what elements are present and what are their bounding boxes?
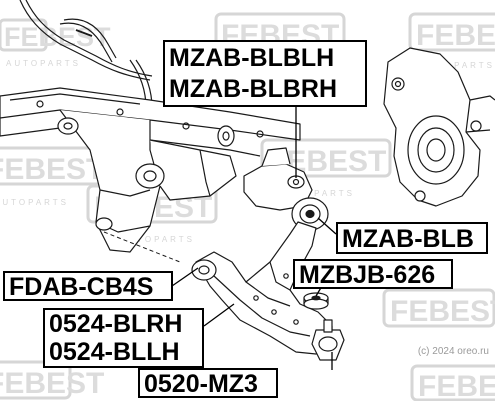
label-mzab-blb: MZAB-BLB <box>336 222 488 254</box>
label-lower-block: 0524-BLRH 0524-BLLH <box>43 308 204 368</box>
watermark-tagline: AUTOPARTS <box>0 198 69 207</box>
watermark-credit: (c) 2024 oreo.ru <box>417 346 489 357</box>
label-fdab-cb4s: FDAB-CB4S <box>3 271 173 301</box>
watermark-brand: FEBEST <box>418 370 495 401</box>
watermark-tagline: AUTOPARTS <box>120 235 195 244</box>
leader-fdab <box>171 267 199 287</box>
watermark-tagline: AUTOPARTS <box>6 59 81 68</box>
watermark-top-right: FEBEST AUTOPARTS <box>408 12 495 70</box>
label-0520-mz3: 0520-MZ3 <box>138 368 278 398</box>
watermark-layer: FEBEST AUTOPARTS FEBEST FEBEST AUTOPARTS… <box>0 12 495 401</box>
label-upper-block: MZAB-BLBLH MZAB-BLBRH <box>163 40 367 107</box>
leader-lines <box>171 106 337 370</box>
label-mzbjb-626: MZBJB-626 <box>293 259 453 289</box>
watermark-tagline: AUTOPARTS <box>420 61 495 70</box>
watermark-brand: FEBEST <box>390 295 495 328</box>
watermark-brand: FEBEST <box>0 367 104 400</box>
watermark-brand: FEBEST <box>416 19 495 52</box>
watermark-brand: FEBEST <box>0 153 104 186</box>
watermark-bottom-left: FEBEST <box>0 360 104 400</box>
label-mzab-blbrh: MZAB-BLBRH <box>169 75 338 103</box>
leader-mzab-blb <box>317 217 337 235</box>
label-0524-blrh: 0524-BLRH <box>49 310 183 338</box>
stabilizer-bushing <box>303 292 329 310</box>
watermark-brand: FEBEST <box>4 22 111 52</box>
steering-knuckle <box>383 47 495 207</box>
watermark-top-left: FEBEST AUTOPARTS <box>0 18 111 68</box>
rear-bushing-bracket <box>243 147 329 231</box>
leader-lower-block <box>203 303 235 327</box>
watermark-tagline: AUTOPARTS <box>280 189 355 198</box>
subframe <box>0 0 301 253</box>
watermark-bottom-right: FEBEST <box>410 364 495 401</box>
watermark-lower-right: FEBEST <box>382 288 495 328</box>
label-mzab-blblh: MZAB-BLBLH <box>169 44 335 72</box>
lower-control-arm <box>191 221 345 361</box>
label-0524-bllh: 0524-BLLH <box>49 338 180 366</box>
